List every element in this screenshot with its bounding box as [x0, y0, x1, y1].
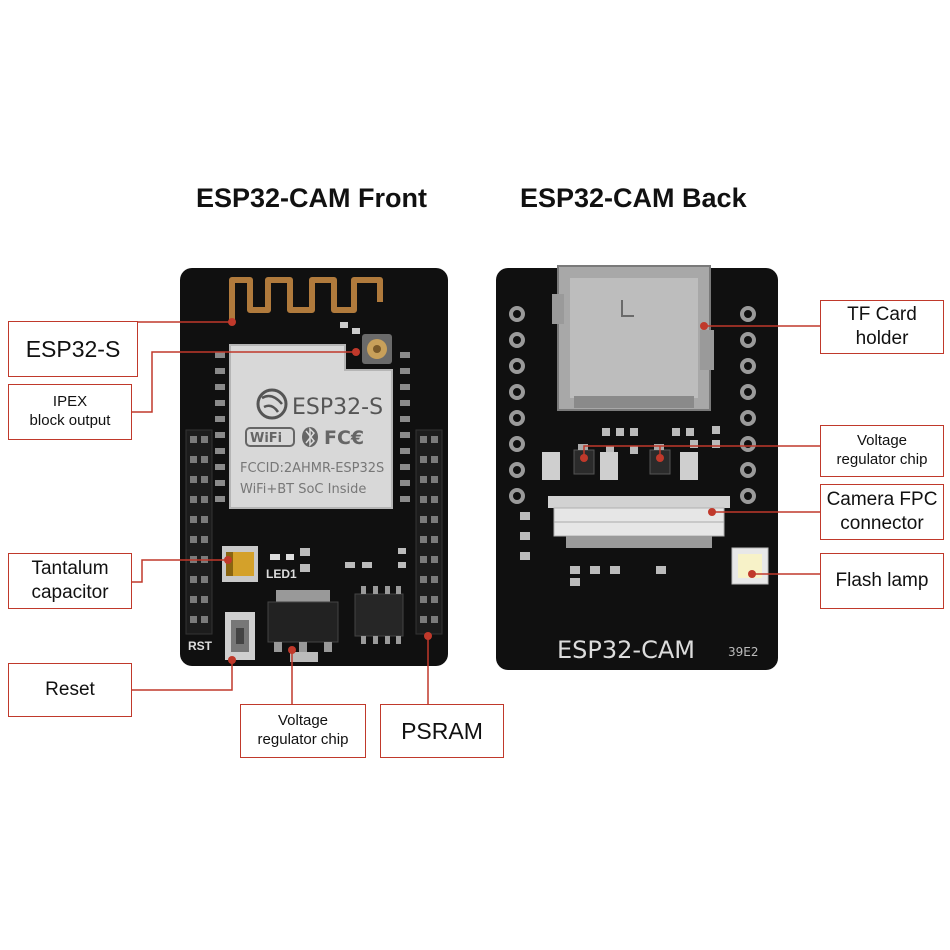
callout-ipex: IPEX block output [8, 384, 132, 440]
reset-button-part [225, 612, 255, 660]
tantalum-capacitor [222, 546, 258, 582]
psram-chip [354, 586, 404, 644]
back-smd-parts [520, 426, 720, 586]
module-line-silk: WiFi+BT SoC Inside [240, 482, 366, 497]
pcb-antenna [229, 277, 383, 322]
callout-flash-lamp: Flash lamp [820, 553, 944, 609]
back-silk-code: 39E2 [728, 645, 759, 659]
right-header [415, 429, 443, 635]
front-voltage-regulator [267, 590, 339, 662]
callout-psram: PSRAM [380, 704, 504, 758]
leader-dots [224, 318, 756, 664]
led-silk: LED1 [266, 567, 297, 581]
tf-card-holder [552, 265, 714, 411]
module-pads [215, 352, 410, 502]
rst-silk: RST [188, 639, 213, 653]
callout-tf-card-holder: TF Card holder [820, 300, 944, 354]
back-silk-name: ESP32-CAM [557, 636, 695, 664]
bluetooth-icon [302, 427, 318, 447]
left-header [185, 429, 213, 635]
fcc-id-silk: FCCID:2AHMR-ESP32S [240, 461, 384, 476]
flash-led [731, 547, 769, 585]
front-board: ESP32-S WiFi FC€ FCCID:2AHMR-ESP32S WiFi… [180, 268, 448, 666]
espressif-logo [256, 388, 288, 420]
camera-fpc-connector [548, 496, 730, 548]
fcc-mark: FC€ [324, 427, 364, 449]
back-right-pins [740, 306, 756, 504]
back-left-pins [509, 306, 525, 504]
callout-camera-fpc-connector: Camera FPC connector [820, 484, 944, 540]
wifi-logo: WiFi [250, 431, 282, 446]
callout-esp32s: ESP32-S [8, 321, 138, 377]
callout-front-voltage-regulator: Voltage regulator chip [240, 704, 366, 758]
callout-back-voltage-regulator: Voltage regulator chip [820, 425, 944, 477]
esp32s-shield [229, 344, 393, 509]
callout-reset: Reset [8, 663, 132, 717]
front-title: ESP32-CAM Front [196, 183, 428, 213]
module-name-silk: ESP32-S [292, 395, 383, 420]
back-board: ESP32-CAM 39E2 [496, 265, 778, 670]
callout-tantalum-capacitor: Tantalum capacitor [8, 553, 132, 609]
back-title: ESP32-CAM Back [520, 183, 747, 213]
ipex-connector [362, 334, 392, 364]
